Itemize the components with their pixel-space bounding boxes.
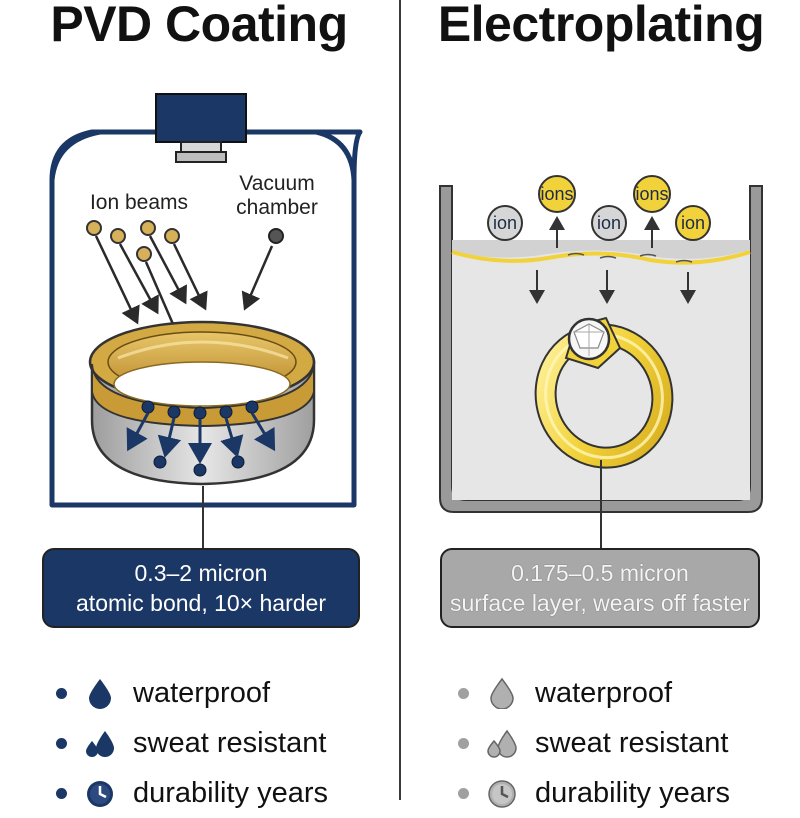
pvd-illustration (49, 93, 763, 549)
list-item: waterproof (454, 668, 730, 718)
pvd-ring (88, 320, 316, 486)
gold-ring (534, 316, 674, 469)
sweat-drops-icon (85, 727, 115, 759)
bullet-dot (56, 787, 67, 799)
vacuum-chamber-label: Vacuum chamber (236, 172, 318, 219)
pvd-info-box: 0.3–2 micron atomic bond, 10× harder (42, 548, 360, 628)
bullet-dot (56, 737, 67, 749)
vacuum-indicator (241, 228, 284, 311)
pvd-bond: atomic bond, 10× harder (76, 590, 326, 616)
ion-circles (487, 175, 711, 241)
ep-info-box: 0.175–0.5 micron surface layer, wears of… (440, 548, 760, 628)
bullet-dot (56, 687, 67, 699)
ion-label-2: ions (540, 184, 574, 204)
list-item: durability years (52, 768, 328, 818)
ion-source-module (155, 93, 247, 163)
ep-features: waterproof sweat resistant durability ye… (454, 668, 730, 818)
ion-arrows (529, 216, 696, 304)
list-item: waterproof (52, 668, 328, 718)
electroplating-title: Electroplating (437, 0, 765, 52)
water-drop-icon (487, 677, 517, 709)
ion-label-4: ions (635, 184, 669, 204)
center-divider (399, 0, 401, 800)
atomic-bond-markers (126, 400, 276, 477)
bullet-dot (458, 737, 469, 749)
ion-label-3: ion (596, 213, 622, 233)
list-item: durability years (454, 768, 730, 818)
sweat-drops-icon (487, 727, 517, 759)
clock-icon (487, 777, 517, 809)
bullet-dot (458, 787, 469, 799)
ion-label-1: ion (492, 213, 518, 233)
pvd-features: waterproof sweat resistant durability ye… (52, 668, 328, 818)
list-item: sweat resistant (454, 718, 730, 768)
ion-beams-label: Ion beams (89, 191, 189, 214)
pvd-title: PVD Coating (50, 0, 348, 52)
ion-beam-dots (86, 220, 180, 262)
water-drop-icon (85, 677, 115, 709)
ep-layer: surface layer, wears off faster (450, 590, 750, 616)
list-item: sweat resistant (52, 718, 328, 768)
clock-icon (85, 777, 115, 809)
ion-label-5: ion (680, 213, 706, 233)
ep-thickness: 0.175–0.5 micron (511, 560, 689, 586)
bullet-dot (458, 687, 469, 699)
pvd-thickness: 0.3–2 micron (134, 560, 268, 586)
